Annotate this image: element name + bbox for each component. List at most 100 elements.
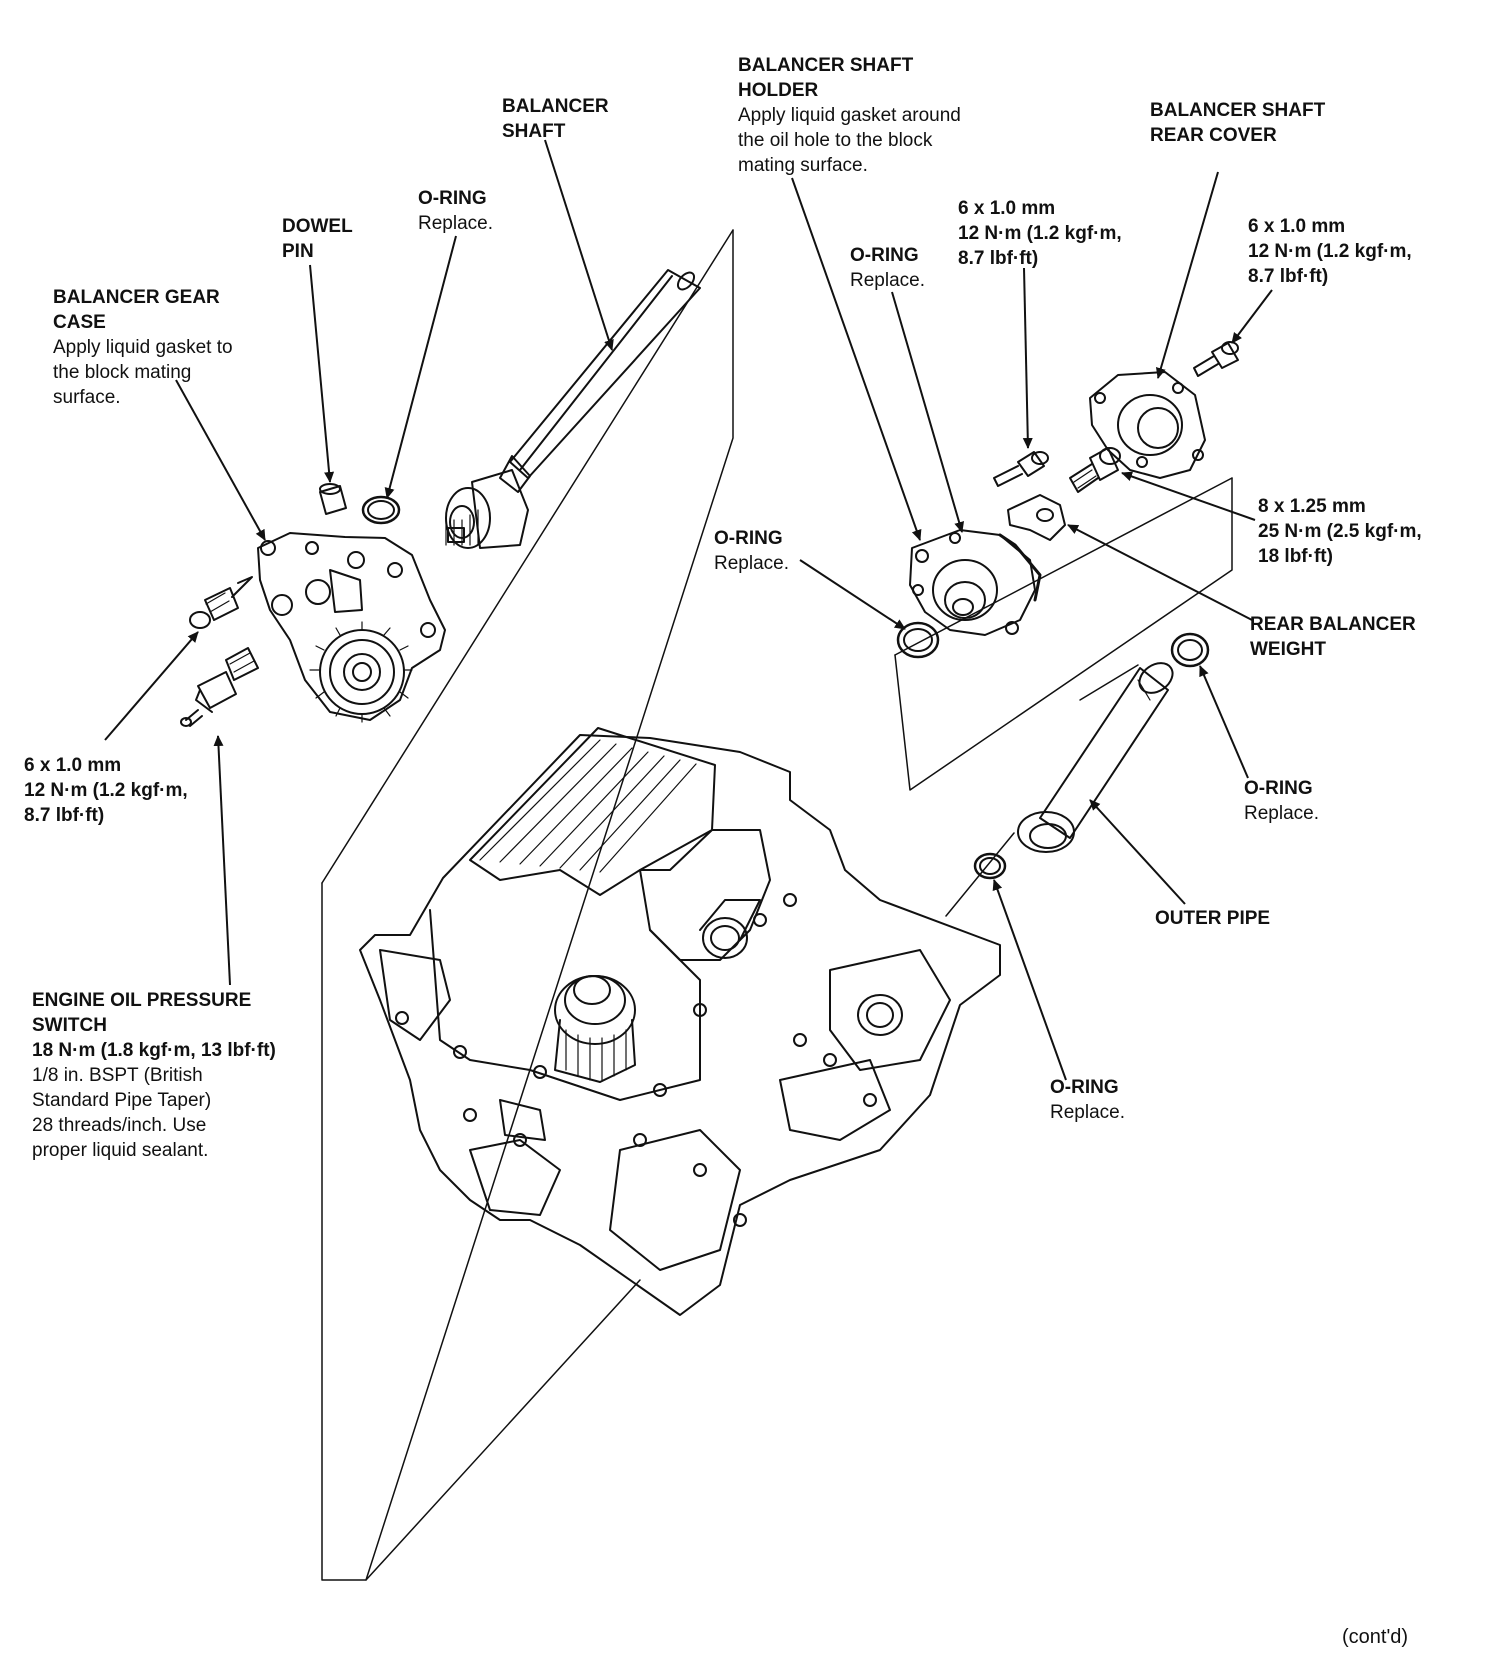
bolt-holder-spec-2: 12 N·m (1.2 kgf·m, — [958, 223, 1122, 244]
arrow-oring-lower — [992, 879, 1067, 1081]
arrow-weight-bolt — [1121, 471, 1256, 521]
label-balancer-shaft: BALANCER SHAFT — [502, 94, 609, 144]
switch-title-2: SWITCH — [32, 1015, 107, 1036]
label-bolt-gear-case: 6 x 1.0 mm 12 N·m (1.2 kgf·m, 8.7 lbf·ft… — [24, 753, 188, 828]
oring-outer-pipe-note: Replace. — [1244, 803, 1319, 824]
arrow-oring-top — [384, 235, 457, 499]
switch-note-4: proper liquid sealant. — [32, 1140, 209, 1161]
arrow-oring-outer-pipe — [1199, 665, 1249, 779]
bolt-holder-spec-3: 8.7 lbf·ft) — [958, 248, 1039, 269]
arrow-outer-pipe — [1089, 799, 1186, 905]
switch-title-1: ENGINE OIL PRESSURE — [32, 990, 252, 1011]
oring-lower-title: O-RING — [1050, 1077, 1119, 1098]
arrow-rear-cover-bolt — [1231, 289, 1273, 344]
holder-title-2: HOLDER — [738, 80, 819, 101]
switch-note-1: 1/8 in. BSPT (British — [32, 1065, 203, 1086]
holder-bolt-part — [993, 451, 1049, 487]
left-assembly-plane-outline — [321, 229, 734, 1581]
arrow-gear-case-bolt — [104, 631, 199, 741]
switch-note-2: Standard Pipe Taper) — [32, 1090, 212, 1111]
balancer-shaft-rear-cover-part — [1089, 371, 1206, 479]
label-oring-lower: O-RING Replace. — [1050, 1075, 1125, 1125]
label-balancer-shaft-holder: BALANCER SHAFT HOLDER Apply liquid gaske… — [738, 53, 961, 178]
right-assembly-plane-outline — [894, 477, 1233, 791]
label-bolt-holder: 6 x 1.0 mm 12 N·m (1.2 kgf·m, 8.7 lbf·ft… — [958, 196, 1122, 271]
gear-case-note-1: Apply liquid gasket to — [53, 337, 233, 358]
arrow-oring-holder — [891, 291, 964, 533]
oring-lower-part — [973, 852, 1007, 880]
oil-pressure-switch-part — [180, 647, 259, 727]
arrow-balancer-shaft — [544, 139, 614, 351]
oring-outer-pipe-title: O-RING — [1244, 778, 1313, 799]
bolt-rear-cover-spec-1: 6 x 1.0 mm — [1248, 216, 1346, 237]
oring-outer-pipe-part — [1170, 632, 1210, 668]
label-outer-pipe: OUTER PIPE — [1155, 906, 1270, 931]
label-rear-balancer-weight: REAR BALANCER WEIGHT — [1250, 612, 1416, 662]
oring-top-title: O-RING — [418, 188, 487, 209]
weight-bolt-part — [1069, 447, 1121, 493]
rear-cover-title-2: REAR COVER — [1150, 125, 1277, 146]
weight-title-2: WEIGHT — [1250, 639, 1326, 660]
balancer-gear-case-part — [257, 532, 446, 723]
arrow-oring-left-holder — [799, 559, 906, 630]
oring-left-holder-title: O-RING — [714, 528, 783, 549]
label-balancer-shaft-rear-cover: BALANCER SHAFT REAR COVER — [1150, 98, 1325, 148]
gear-case-title-2: CASE — [53, 312, 106, 333]
dowel-pin-part — [319, 483, 347, 515]
outer-pipe-title: OUTER PIPE — [1155, 908, 1271, 929]
arrow-dowel-pin — [309, 264, 335, 483]
label-oring-left-holder: O-RING Replace. — [714, 526, 789, 576]
label-oring-top: O-RING Replace. — [418, 186, 493, 236]
holder-note-3: mating surface. — [738, 155, 868, 176]
bolt-gear-case-spec-2: 12 N·m (1.2 kgf·m, — [24, 780, 188, 801]
holder-note-1: Apply liquid gasket around — [738, 105, 961, 126]
bolt-holder-spec-1: 6 x 1.0 mm — [958, 198, 1056, 219]
bolt-gear-case-spec-3: 8.7 lbf·ft) — [24, 805, 105, 826]
gear-case-note-2: the block mating — [53, 362, 192, 383]
dowel-pin-title-1: DOWEL — [282, 216, 353, 237]
arrow-rear-balancer-weight — [1067, 524, 1253, 621]
label-bolt-weight: 8 x 1.25 mm 25 N·m (2.5 kgf·m, 18 lbf·ft… — [1258, 494, 1422, 569]
switch-spec-1: 18 N·m (1.8 kgf·m, 13 lbf·ft) — [32, 1040, 276, 1061]
rear-cover-bolt-part — [1193, 341, 1239, 377]
oring-top-part — [361, 495, 401, 525]
oring-holder-title: O-RING — [850, 245, 919, 266]
bolt-weight-spec-1: 8 x 1.25 mm — [1258, 496, 1366, 517]
holder-note-2: the oil hole to the block — [738, 130, 933, 151]
dowel-pin-title-2: PIN — [282, 241, 314, 262]
oring-holder-note: Replace. — [850, 270, 925, 291]
oring-left-holder-note: Replace. — [714, 553, 789, 574]
continued-marker: (cont'd) — [1342, 1626, 1409, 1648]
holder-title-1: BALANCER SHAFT — [738, 55, 914, 76]
oring-holder-left-part — [896, 621, 940, 659]
label-oil-pressure-switch: ENGINE OIL PRESSURE SWITCH 18 N·m (1.8 k… — [32, 988, 276, 1163]
lower-alignment-line — [365, 1279, 641, 1581]
outer-pipe-part — [1017, 662, 1174, 853]
arrow-balancer-shaft-holder — [791, 177, 922, 541]
balancer-shaft-part — [445, 269, 701, 549]
bolt-weight-spec-2: 25 N·m (2.5 kgf·m, — [1258, 521, 1422, 542]
arrow-rear-cover — [1155, 171, 1219, 379]
outer-pipe-alignment-line — [945, 664, 1139, 917]
bolt-rear-cover-spec-2: 12 N·m (1.2 kgf·m, — [1248, 241, 1412, 262]
oring-lower-note: Replace. — [1050, 1102, 1125, 1123]
balancer-shaft-holder-part — [909, 529, 1042, 636]
arrow-bolt-holder — [1022, 267, 1033, 449]
label-dowel-pin: DOWEL PIN — [282, 214, 353, 264]
balancer-shaft-title-1: BALANCER — [502, 96, 609, 117]
gear-case-note-3: surface. — [53, 387, 121, 408]
gear-case-bolt-part — [189, 576, 253, 629]
bolt-gear-case-spec-1: 6 x 1.0 mm — [24, 755, 122, 776]
engine-block-part — [359, 727, 1001, 1316]
bolt-weight-spec-3: 18 lbf·ft) — [1258, 546, 1333, 567]
weight-title-1: REAR BALANCER — [1250, 614, 1416, 635]
gear-case-title-1: BALANCER GEAR — [53, 287, 220, 308]
rear-cover-title-1: BALANCER SHAFT — [1150, 100, 1326, 121]
switch-note-3: 28 threads/inch. Use — [32, 1115, 207, 1136]
oring-top-note: Replace. — [418, 213, 493, 234]
label-oring-holder: O-RING Replace. — [850, 243, 925, 293]
label-balancer-gear-case: BALANCER GEAR CASE Apply liquid gasket t… — [53, 285, 233, 410]
arrow-gear-case — [175, 379, 266, 541]
rear-balancer-weight-part — [1007, 494, 1066, 541]
